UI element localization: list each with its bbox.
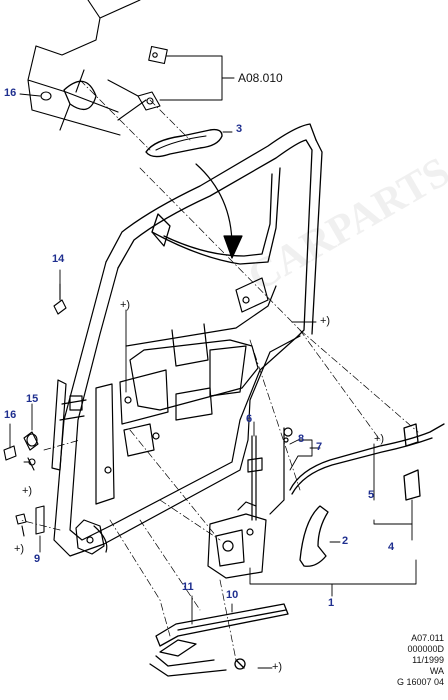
handle-bracket: [107, 45, 168, 121]
callout-5: 5: [368, 489, 375, 501]
callout-1: 1: [328, 597, 335, 609]
callout-8: 8: [298, 433, 305, 445]
callout-15: 15: [26, 393, 39, 405]
callout-4: 4: [388, 541, 395, 553]
callout-16: 16: [4, 409, 17, 421]
trim-strips: [149, 603, 289, 677]
inner-handle: [299, 505, 329, 567]
plus-marker-6: +): [272, 661, 283, 673]
plus-marker-1: +): [120, 299, 131, 311]
stamp-line-1: A07.011: [411, 633, 444, 643]
callout-7: 7: [316, 441, 323, 453]
callout-2: 2: [342, 535, 349, 547]
upper-body-panel: [27, 0, 141, 136]
stamp-line-4: WA: [429, 666, 444, 676]
release-cable: [289, 423, 445, 501]
window-frame: [105, 123, 323, 337]
plus-marker-4: +): [22, 485, 33, 497]
exterior-handle: [145, 128, 223, 158]
callout-12: 16: [4, 87, 17, 99]
door-latch: [207, 501, 267, 579]
callout-10: 10: [226, 589, 239, 601]
callout-11: 11: [182, 581, 194, 593]
callout-3: 3: [236, 123, 243, 135]
stamp-line-3: 11/1999: [412, 655, 444, 665]
plus-marker-2: +): [320, 315, 331, 327]
callout-6: 6: [246, 413, 253, 425]
stamp-line-5: G 16007 04: [396, 677, 444, 687]
reference-label: A08.010: [238, 71, 283, 85]
alignment-lines: [19, 79, 419, 661]
leader-lines: [9, 93, 417, 669]
link-rods: [247, 427, 293, 521]
callout-9: 9: [34, 553, 41, 565]
reference-leader: [159, 55, 235, 101]
door-inner-panel: [51, 261, 301, 557]
plus-marker-5: +): [14, 543, 25, 555]
assembly-arrow: [195, 163, 243, 259]
plus-marker-3: +): [374, 433, 385, 445]
stamp-line-2: 000000D: [407, 644, 444, 654]
drawing-stamp: A07.011 000000D 11/1999 WA G 16007 04: [397, 633, 444, 688]
callout-14: 14: [52, 253, 65, 265]
